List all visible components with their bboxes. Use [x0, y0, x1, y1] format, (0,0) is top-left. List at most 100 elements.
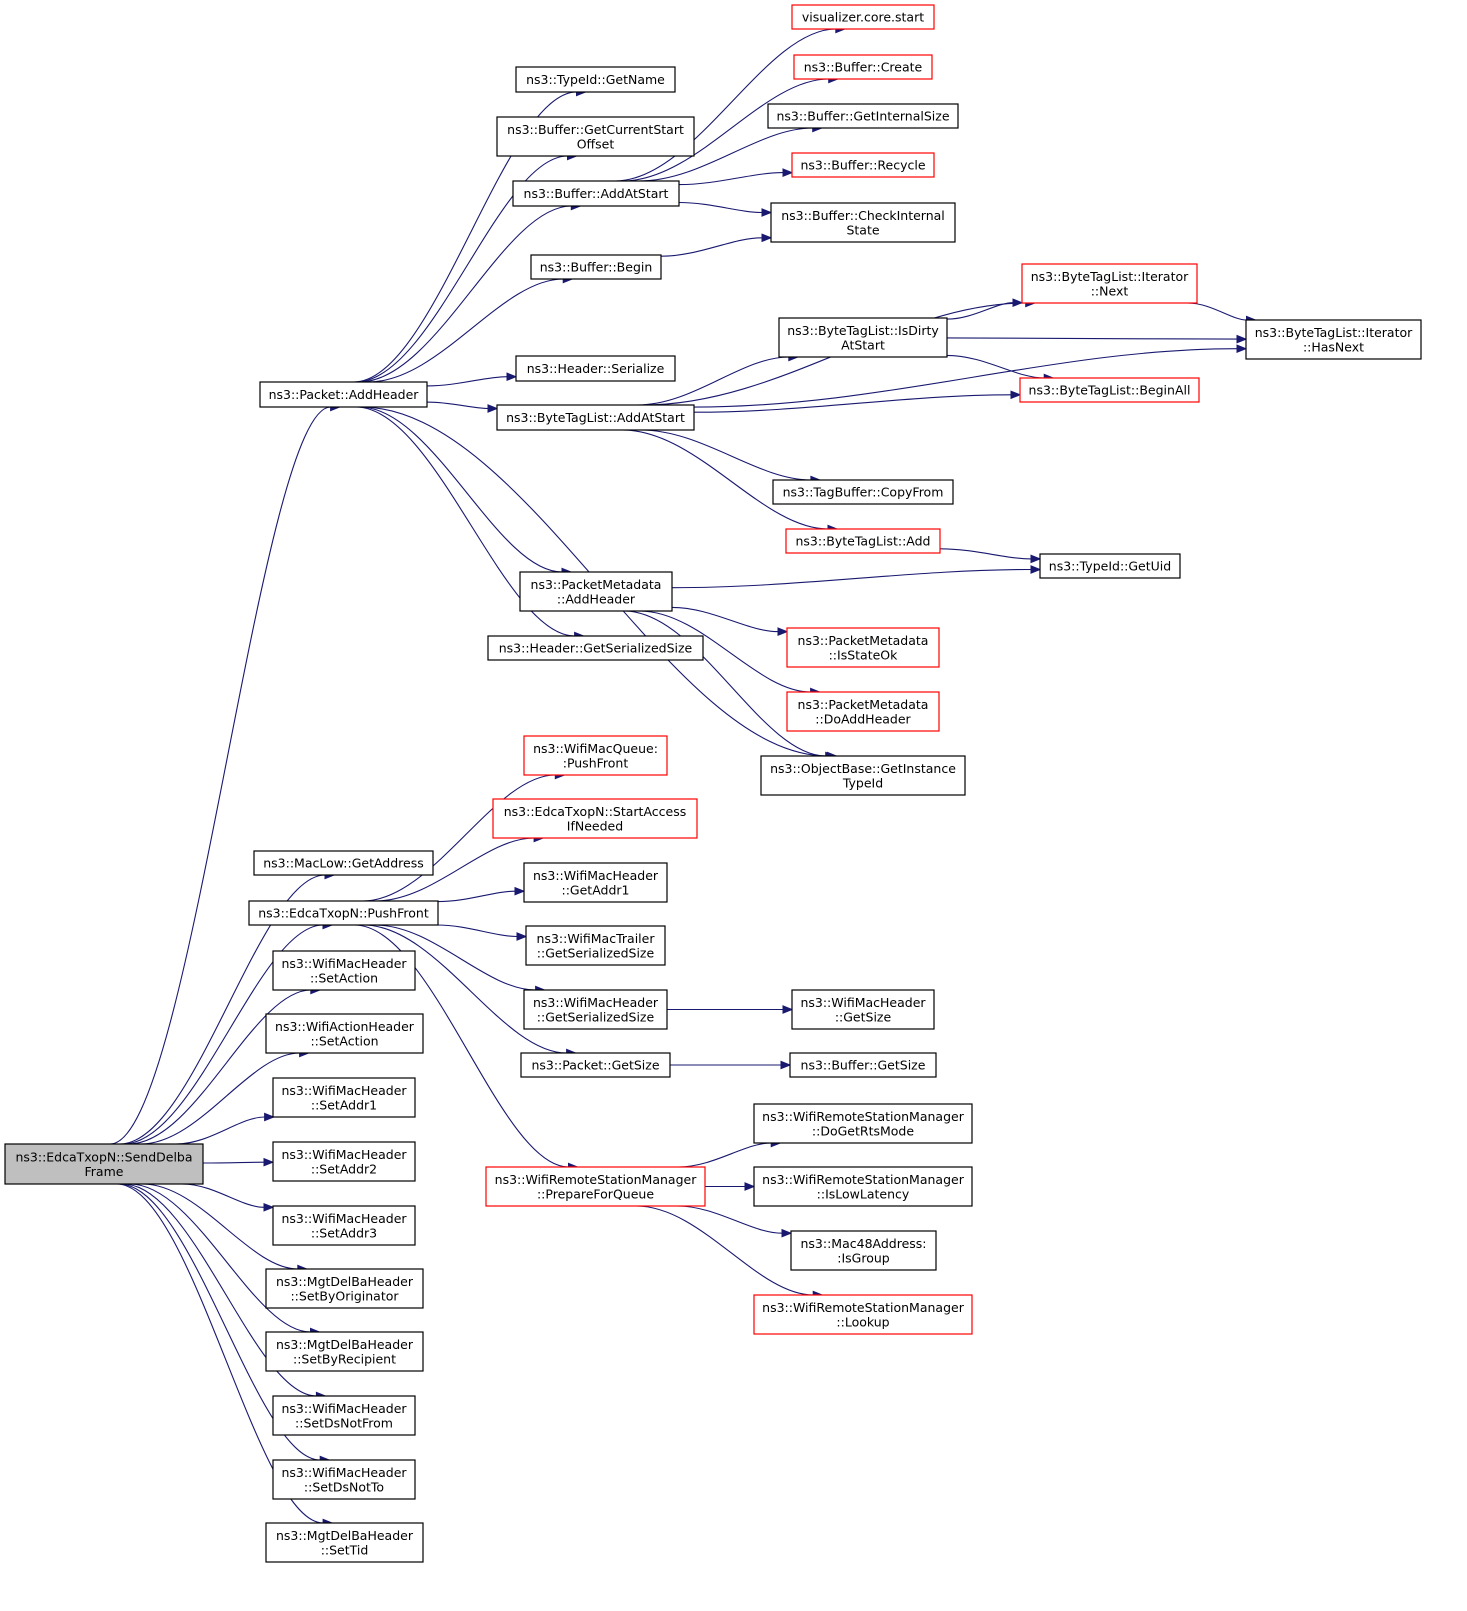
node-setActionHdr[interactable]: ns3::WifiMacHeader::SetAction: [272, 950, 416, 991]
node-label: ns3::ByteTagList::Iterator: [1255, 325, 1413, 340]
node-wmhGetSerSize[interactable]: ns3::WifiMacHeader::GetSerializedSize: [523, 989, 668, 1030]
node-box: [4, 1143, 204, 1185]
node-label: ns3::WifiMacHeader: [800, 995, 926, 1010]
node-wmhGetSize[interactable]: ns3::WifiMacHeader::GetSize: [791, 989, 935, 1030]
node-setDsNotTo[interactable]: ns3::WifiMacHeader::SetDsNotTo: [272, 1459, 416, 1500]
node-label: Frame: [85, 1164, 124, 1179]
node-setByRecip[interactable]: ns3::MgtDelBaHeader::SetByRecipient: [265, 1331, 424, 1372]
node-setByOrig[interactable]: ns3::MgtDelBaHeader::SetByOriginator: [265, 1268, 424, 1309]
node-addHeader[interactable]: ns3::Packet::AddHeader: [259, 381, 428, 408]
node-box: [1039, 553, 1181, 579]
node-label: ::Lookup: [836, 1314, 889, 1329]
node-box: [770, 202, 956, 243]
node-btlBeginAll[interactable]: ns3::ByteTagList::BeginAll: [1019, 377, 1200, 403]
node-wmhGetAddr1[interactable]: ns3::WifiMacHeader::GetAddr1: [523, 862, 668, 903]
node-pmIsStateOk[interactable]: ns3::PacketMetadata::IsStateOk: [786, 627, 940, 668]
node-label: ns3::WifiMacHeader: [281, 1147, 407, 1162]
node-box: [248, 900, 439, 926]
node-pktGetSize[interactable]: ns3::Packet::GetSize: [520, 1052, 671, 1078]
node-label: ::HasNext: [1303, 339, 1364, 354]
node-label: ns3::EdcaTxopN::PushFront: [258, 906, 429, 921]
node-hdrGetSerSize[interactable]: ns3::Header::GetSerializedSize: [487, 635, 704, 661]
node-macIsGroup[interactable]: ns3::Mac48Address::IsGroup: [790, 1230, 937, 1271]
node-bufBegin[interactable]: ns3::Buffer::Begin: [530, 254, 662, 280]
node-visStart[interactable]: visualizer.core.start: [791, 4, 935, 30]
node-box: [272, 1141, 416, 1182]
node-setAddr1[interactable]: ns3::WifiMacHeader::SetAddr1: [272, 1077, 416, 1118]
node-setDsNotFrom[interactable]: ns3::WifiMacHeader::SetDsNotFrom: [272, 1395, 416, 1436]
node-setAddr2[interactable]: ns3::WifiMacHeader::SetAddr2: [272, 1141, 416, 1182]
node-bufRecycle[interactable]: ns3::Buffer::Recycle: [791, 152, 935, 178]
node-label: ns3::TagBuffer::CopyFrom: [783, 485, 944, 500]
node-wrsmPrepare[interactable]: ns3::WifiRemoteStationManager::PrepareFo…: [485, 1166, 706, 1207]
node-label: ::SetAddr1: [311, 1097, 377, 1112]
node-wrsmDoGetRts[interactable]: ns3::WifiRemoteStationManager::DoGetRtsM…: [753, 1103, 973, 1144]
node-bufAddAtStart[interactable]: ns3::Buffer::AddAtStart: [512, 180, 680, 207]
node-label: ::IsStateOk: [829, 647, 899, 662]
edge-wrsmPrepare-wrsmIsLowLat: [705, 1182, 756, 1191]
node-btlItHasNext[interactable]: ns3::ByteTagList::Iterator::HasNext: [1245, 319, 1422, 360]
node-label: ::SetAddr2: [311, 1161, 377, 1176]
node-btlAddAtStart[interactable]: ns3::ByteTagList::AddAtStart: [496, 404, 695, 431]
node-box: [515, 355, 676, 382]
node-pmDoAddHeader[interactable]: ns3::PacketMetadata::DoAddHeader: [786, 691, 940, 732]
node-box: [272, 1459, 416, 1500]
edge-btlIsDirty-btlItHasNext: [946, 334, 1248, 344]
node-typeIdGetName[interactable]: ns3::TypeId::GetName: [515, 66, 676, 93]
node-box: [772, 479, 954, 505]
node-typeIdGetUid[interactable]: ns3::TypeId::GetUid: [1039, 553, 1181, 579]
node-box: [791, 152, 935, 178]
edge-pmAddHeader-typeIdGetUid: [671, 565, 1042, 589]
node-label: ns3::Buffer::CheckInternal: [781, 208, 945, 223]
node-setAddr3[interactable]: ns3::WifiMacHeader::SetAddr3: [272, 1205, 416, 1246]
node-box: [530, 254, 662, 280]
node-label: ns3::Buffer::GetCurrentStart: [507, 122, 684, 137]
node-wmtGetSerSize[interactable]: ns3::WifiMacTrailer::GetSerializedSize: [525, 925, 666, 966]
node-box: [487, 635, 704, 661]
node-label: ::SetAction: [310, 970, 378, 985]
node-box: [515, 66, 676, 93]
node-box: [1021, 263, 1198, 304]
node-wmqPushFront[interactable]: ns3::WifiMacQueue::PushFront: [523, 735, 668, 776]
node-box: [520, 1052, 671, 1078]
node-label: ns3::WifiMacHeader: [533, 995, 659, 1010]
node-label: visualizer.core.start: [802, 10, 924, 25]
node-getAddress[interactable]: ns3::MacLow::GetAddress: [253, 850, 434, 876]
node-setTid[interactable]: ns3::MgtDelBaHeader::SetTid: [265, 1522, 424, 1563]
node-btlItNext[interactable]: ns3::ByteTagList::Iterator::Next: [1021, 263, 1198, 304]
node-pushFront[interactable]: ns3::EdcaTxopN::PushFront: [248, 900, 439, 926]
node-bufGetIntSize[interactable]: ns3::Buffer::GetInternalSize: [767, 103, 959, 129]
edge-pushFront-wmhGetAddr1: [437, 886, 526, 903]
node-btlAdd[interactable]: ns3::ByteTagList::Add: [785, 528, 941, 554]
node-label: ::GetSerializedSize: [537, 1009, 655, 1024]
node-box: [259, 381, 428, 408]
node-box: [523, 989, 668, 1030]
node-label: ns3::WifiMacHeader: [281, 1211, 407, 1226]
node-wrsmIsLowLat[interactable]: ns3::WifiRemoteStationManager::IsLowLate…: [753, 1166, 973, 1207]
node-label: IfNeeded: [567, 818, 623, 833]
node-box: [265, 1331, 424, 1372]
node-label: ::SetAction: [310, 1033, 378, 1048]
node-wrsmLookup[interactable]: ns3::WifiRemoteStationManager::Lookup: [753, 1294, 973, 1335]
node-label: ns3::WifiRemoteStationManager: [495, 1172, 698, 1187]
node-label: ns3::MacLow::GetAddress: [263, 856, 424, 871]
node-bufGetSize[interactable]: ns3::Buffer::GetSize: [789, 1052, 937, 1078]
node-box: [785, 528, 941, 554]
node-hdrSerialize[interactable]: ns3::Header::Serialize: [515, 355, 676, 382]
node-bufCreate[interactable]: ns3::Buffer::Create: [793, 54, 933, 80]
node-label: ns3::Header::GetSerializedSize: [499, 641, 693, 656]
node-pmAddHeader[interactable]: ns3::PacketMetadata::AddHeader: [519, 571, 673, 612]
node-box: [753, 1103, 973, 1144]
node-tagBufCopy[interactable]: ns3::TagBuffer::CopyFrom: [772, 479, 954, 505]
node-label: ::GetAddr1: [562, 882, 630, 897]
edge-bufAddAtStart-bufRecycle: [678, 168, 794, 186]
node-label: ns3::WifiMacQueue:: [533, 741, 658, 756]
node-setActionAct[interactable]: ns3::WifiActionHeader::SetAction: [265, 1013, 424, 1054]
